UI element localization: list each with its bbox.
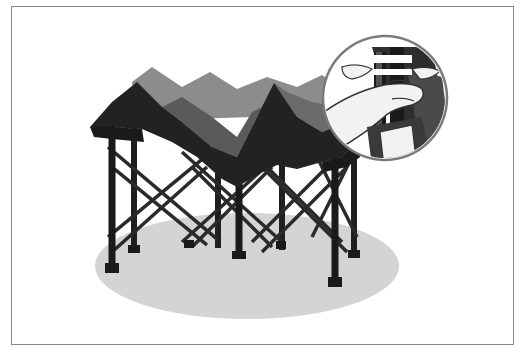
canopy-tent-illustration xyxy=(12,7,514,345)
illustration-frame xyxy=(11,6,514,345)
canopy-valance xyxy=(90,127,144,142)
